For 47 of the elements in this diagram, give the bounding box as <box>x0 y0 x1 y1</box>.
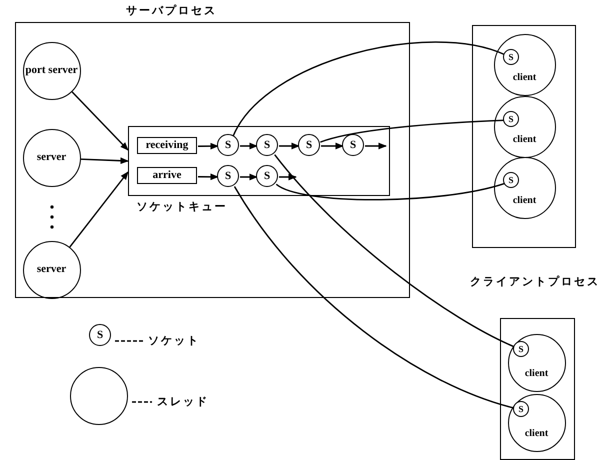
thread-label: receiving <box>146 140 188 152</box>
socket-label: S <box>518 404 524 414</box>
connection-line <box>234 186 514 409</box>
queue-label-box <box>137 137 197 154</box>
arrow <box>80 157 129 164</box>
socket-label: S <box>508 114 514 124</box>
process-box <box>472 25 576 248</box>
arrow <box>72 91 129 151</box>
thread-label: client <box>524 428 550 438</box>
connection-line <box>232 41 505 136</box>
arrow <box>69 171 129 248</box>
legend-label: スレッド <box>157 394 209 410</box>
thread-label: client <box>524 368 550 378</box>
socket-label: S <box>224 140 232 150</box>
process-title: サーバプロセス <box>126 3 217 19</box>
connection-line <box>274 154 515 348</box>
connection-line <box>276 182 505 200</box>
thread-label: server <box>36 264 66 276</box>
process-box <box>500 318 575 460</box>
socket-label: S <box>508 52 514 62</box>
queue-title: ソケットキュー <box>136 198 228 214</box>
thread-label: client <box>512 72 538 82</box>
socket-label: S <box>350 140 356 150</box>
arrow <box>240 174 258 180</box>
arrow <box>321 142 344 150</box>
arrow <box>279 142 300 150</box>
connection-line <box>320 120 504 143</box>
thread-label: port server <box>25 64 78 76</box>
socket-label: S <box>306 140 312 150</box>
legend-label: ソケット <box>148 333 200 349</box>
arrow <box>198 174 219 180</box>
arrow <box>240 142 258 150</box>
socket-label: S <box>518 344 524 354</box>
process-title: クライアントプロセス <box>470 274 600 290</box>
thread-label: arrive <box>152 170 182 182</box>
arrow <box>279 174 297 180</box>
socket-label: S <box>224 170 232 182</box>
arrow <box>365 142 387 150</box>
arrow <box>198 142 219 150</box>
thread-label: client <box>512 134 538 144</box>
queue-label-box <box>137 167 197 184</box>
socket-label: S <box>264 140 270 150</box>
socket-label: S <box>264 170 270 182</box>
socket-label: S <box>508 176 514 184</box>
thread-label: server <box>36 152 66 164</box>
socket-label: S <box>96 330 104 340</box>
thread-label: client <box>512 196 538 206</box>
